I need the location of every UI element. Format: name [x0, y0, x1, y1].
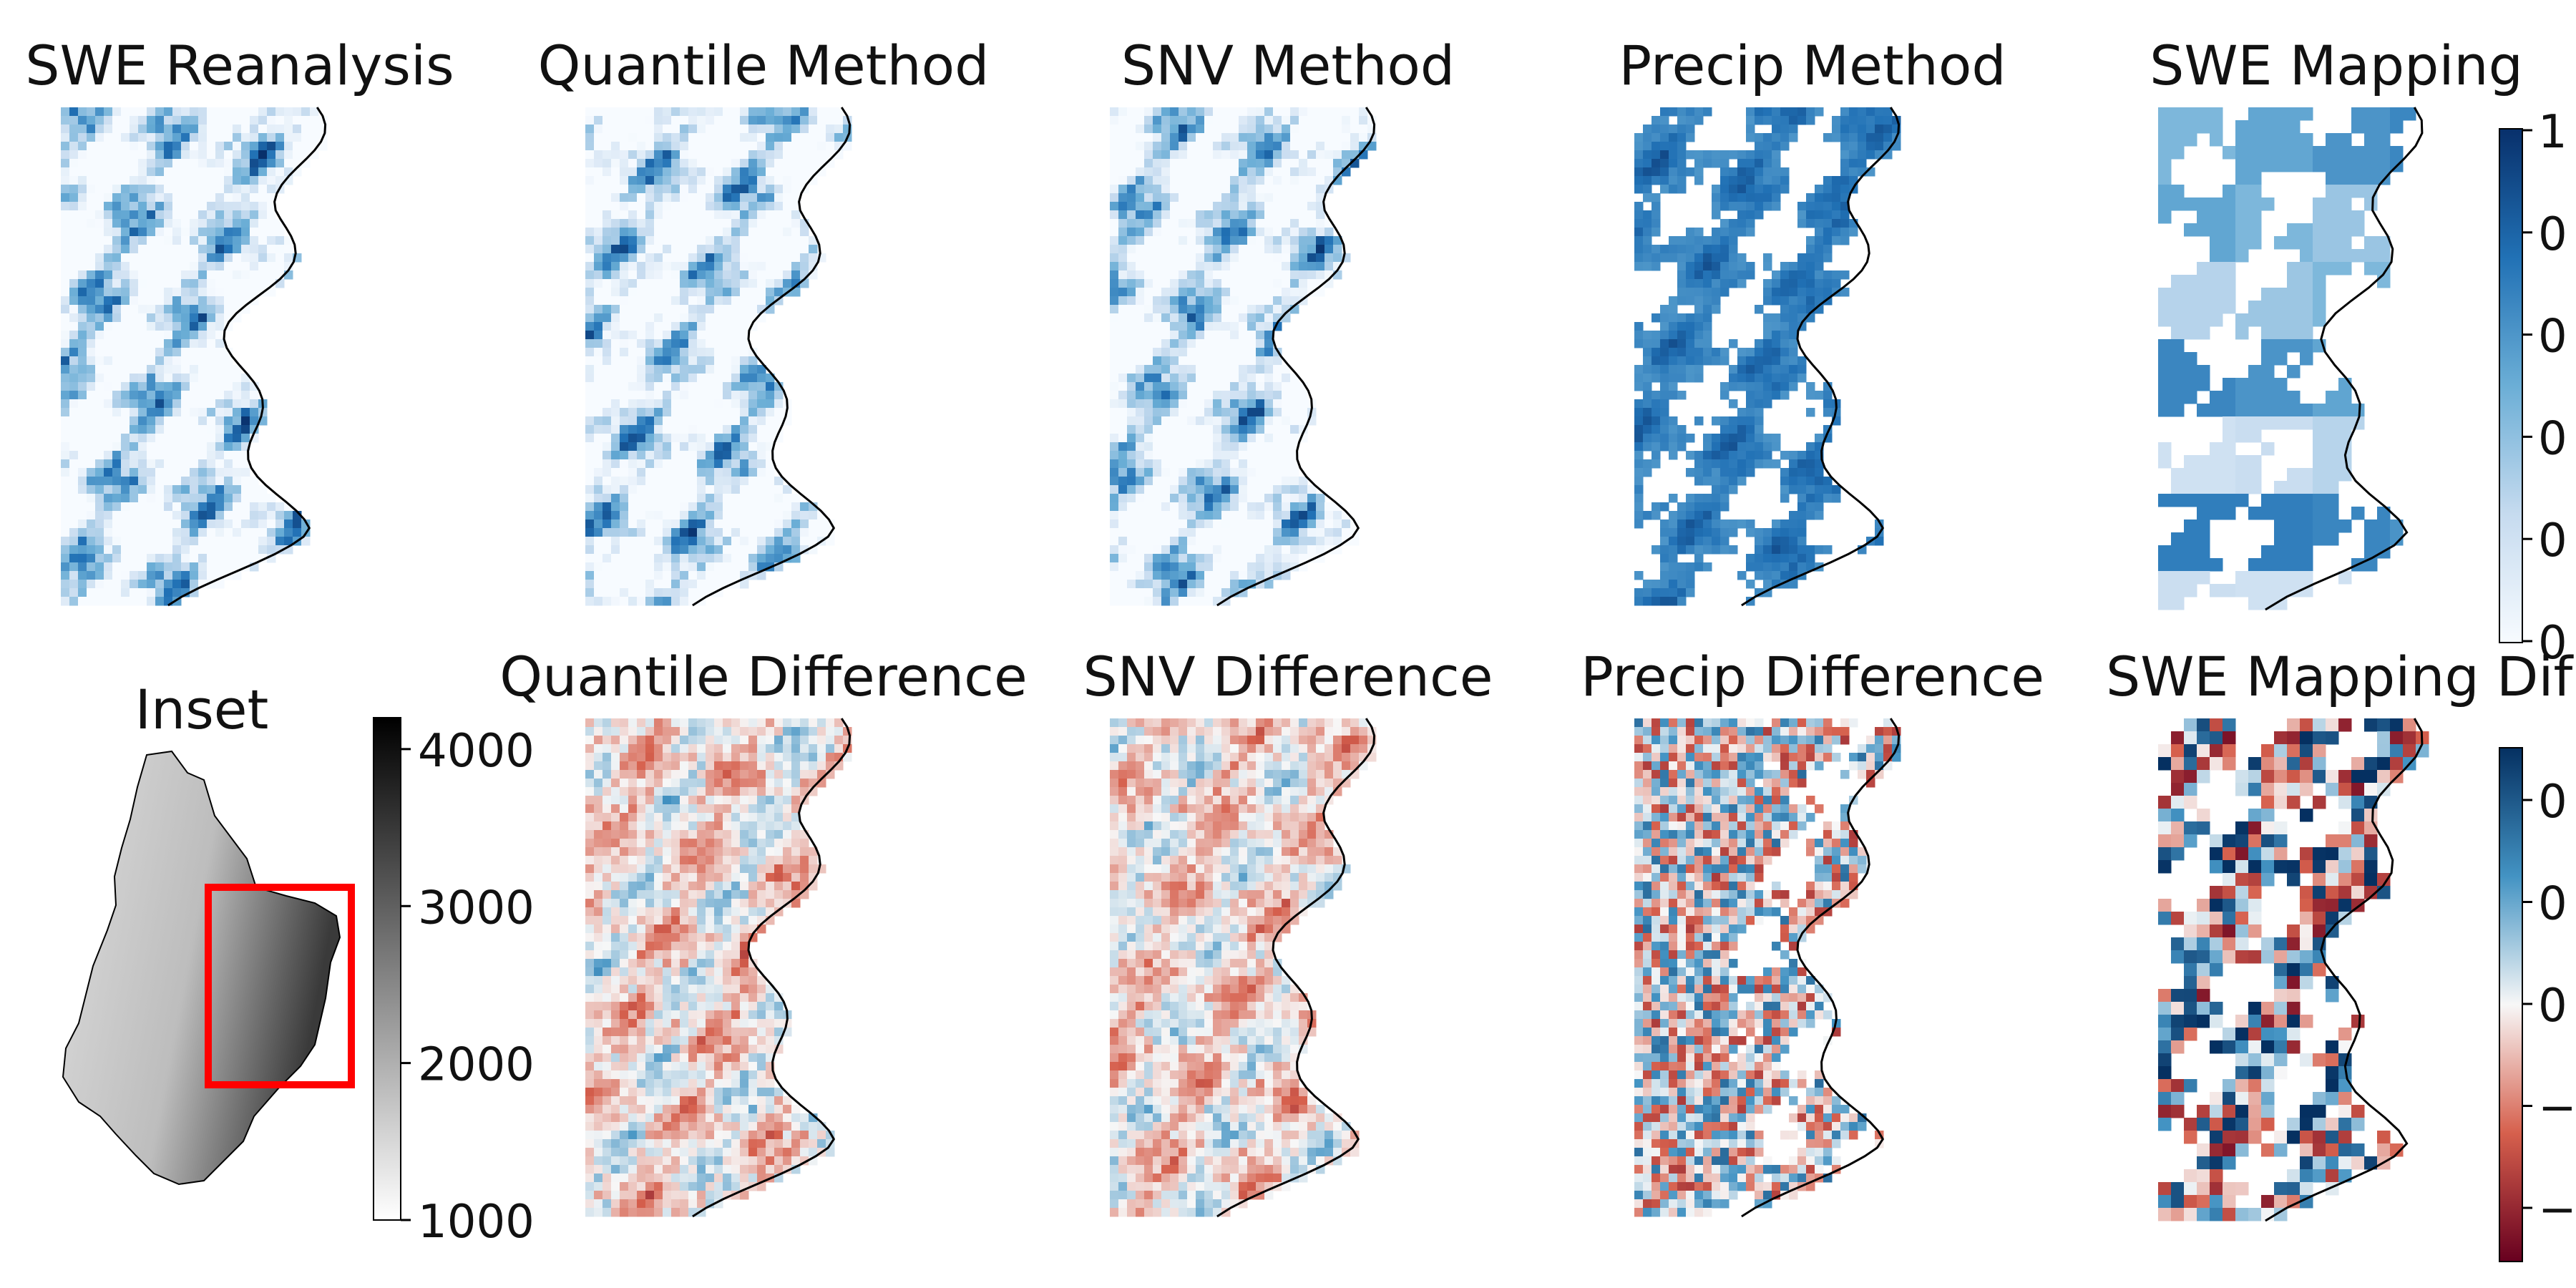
- colorbar-swe-tick-label: 0: [2538, 617, 2567, 670]
- colorbar-elevation: 4000 3000 2000 1000: [373, 717, 535, 1249]
- map-swe-mapping-difference: [2158, 718, 2429, 1222]
- panel-title-inset: Inset: [135, 678, 269, 741]
- panel-title-quantile-method: Quantile Method: [538, 34, 990, 97]
- basin-outline: [167, 107, 327, 607]
- basin-outline: [1741, 107, 1901, 607]
- inset-region-shape: [62, 750, 341, 1186]
- colorbar-swe-tick-label: 1: [2538, 106, 2567, 159]
- colorbar-difference-tick-label: −: [2538, 1082, 2576, 1135]
- map-precip-difference: [1634, 718, 1901, 1218]
- map-swe-mapping: [2158, 107, 2424, 611]
- colorbar-elevation-tick-label: 1000: [418, 1196, 535, 1249]
- colorbar-elevation-bar: [373, 717, 401, 1221]
- panel-title-precip-difference: Precip Difference: [1581, 645, 2044, 708]
- map-quantile-difference: [585, 718, 852, 1218]
- basin-outline: [1216, 718, 1376, 1218]
- panel-title-snv-method: SNV Method: [1121, 34, 1455, 97]
- basin-outline: [2265, 718, 2424, 1222]
- map-precip-method: [1634, 107, 1901, 607]
- panel-title-precip-method: Precip Method: [1619, 34, 2006, 97]
- map-quantile-method: [585, 107, 852, 607]
- colorbar-swe-tick-label: 0: [2538, 514, 2567, 567]
- colorbar-difference-tick-label: 0: [2538, 878, 2567, 931]
- panel-title-snv-difference: SNV Difference: [1083, 645, 1493, 708]
- colorbar-swe-tick-label: 0: [2538, 412, 2567, 465]
- basin-outline: [2265, 107, 2424, 611]
- colorbar-difference-tick-label: 0: [2538, 980, 2567, 1033]
- map-snv-difference: [1110, 718, 1377, 1218]
- basin-outline: [692, 718, 852, 1218]
- colorbar-difference-bar: [2499, 747, 2523, 1262]
- basin-outline: [1216, 107, 1376, 607]
- panel-title-quantile-difference: Quantile Difference: [499, 645, 1027, 708]
- colorbar-difference-tick-label: −: [2538, 1184, 2576, 1236]
- inset-elevation-map: [62, 750, 355, 1186]
- colorbar-elevation-tick-label: 2000: [418, 1039, 535, 1092]
- colorbar-difference: 0 0 0 − −: [2499, 747, 2576, 1262]
- colorbar-swe-tick-label: 0: [2538, 208, 2567, 261]
- panel-title-swe-mapping: SWE Mapping: [2150, 34, 2523, 97]
- colorbar-swe-bar: [2499, 128, 2523, 643]
- map-swe-reanalysis: [61, 107, 328, 607]
- inset-highlight-box: [205, 884, 355, 1088]
- panel-title-swe-mapping-difference: SWE Mapping Dif: [2106, 645, 2575, 708]
- colorbar-elevation-tick-label: 4000: [418, 725, 535, 778]
- basin-outline: [1741, 718, 1901, 1218]
- colorbar-difference-tick-label: 0: [2538, 776, 2567, 829]
- panel-title-swe-reanalysis: SWE Reanalysis: [25, 34, 454, 97]
- basin-outline: [692, 107, 852, 607]
- colorbar-elevation-tick-label: 3000: [418, 882, 535, 935]
- map-snv-method: [1110, 107, 1377, 607]
- colorbar-swe: 1 0 0 0 0 0: [2499, 106, 2567, 670]
- colorbar-swe-tick-label: 0: [2538, 311, 2567, 364]
